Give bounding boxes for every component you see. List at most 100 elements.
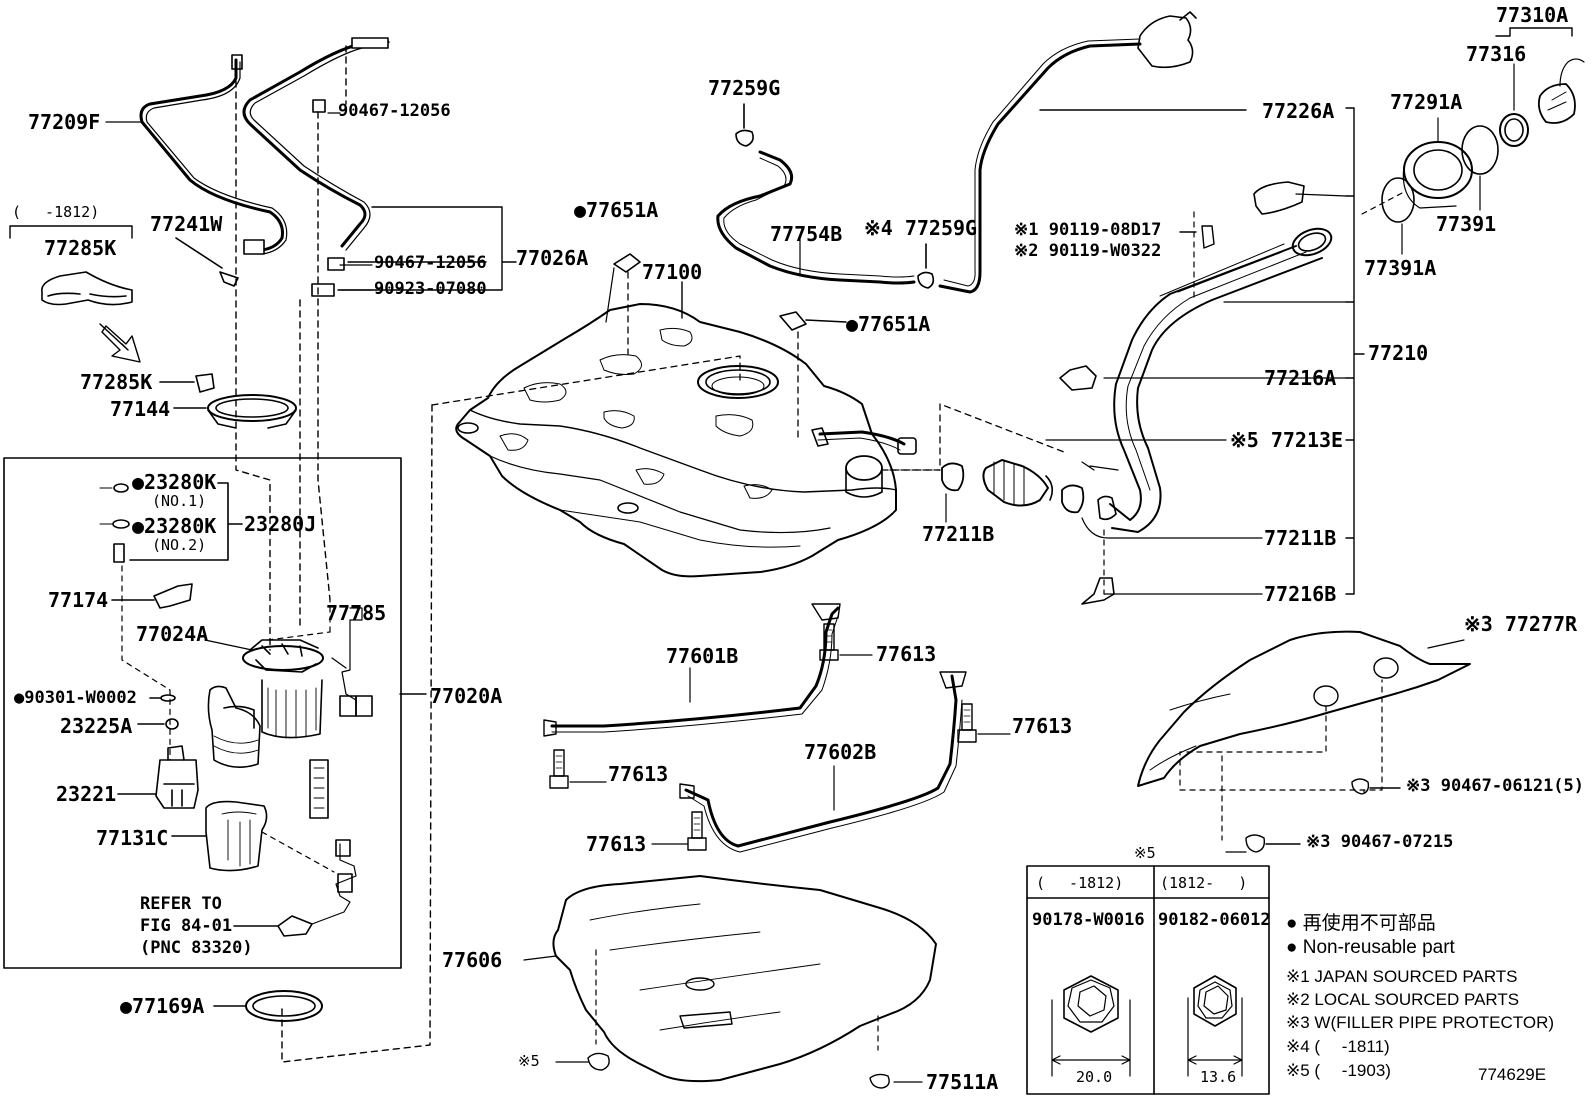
label-77216A: 77216A xyxy=(1264,366,1337,390)
band-77602B xyxy=(679,671,967,853)
label-77285K: 77285K xyxy=(44,236,117,260)
clip-77241W xyxy=(175,237,239,287)
fuel-tank-77100 xyxy=(455,281,917,578)
gasket-77391A xyxy=(1381,177,1415,255)
label-77613-a: 77613 xyxy=(876,642,937,666)
clip-77216B xyxy=(1081,577,1115,605)
retainer-ring-77144 xyxy=(173,394,297,429)
legend-filler-protector: ※3 W(FILLER PIPE PROTECTOR) xyxy=(1286,1013,1555,1032)
label-77226A: 77226A xyxy=(1262,99,1335,123)
guide-lines-left xyxy=(235,45,433,1063)
label-77391: 77391 xyxy=(1436,212,1497,236)
range-bracket xyxy=(9,225,133,239)
label-23280J: 23280J xyxy=(244,512,317,536)
label-77211B-a: 77211B xyxy=(922,522,995,546)
label-90467-12056: 90467-12056 xyxy=(374,253,487,273)
label-77144: 77144 xyxy=(110,397,171,421)
label-refer-fig: FIG 84-01 xyxy=(140,916,233,936)
label-77602B: 77602B xyxy=(804,740,877,764)
bolt-90467-07215 xyxy=(1245,834,1301,853)
label-90119-08D17: ※1 90119-08D17 xyxy=(1014,220,1162,240)
protector-cap xyxy=(1253,181,1305,215)
legend-local-sourced: ※2 LOCAL SOURCED PARTS xyxy=(1286,990,1520,1009)
label-77391A: 77391A xyxy=(1364,256,1437,280)
label-77213E: ※5 77213E xyxy=(1230,428,1344,452)
label-77651A-a: ●77651A xyxy=(574,198,659,222)
label-77291A: 77291A xyxy=(1390,90,1463,114)
label-77601B: 77601B xyxy=(666,644,739,668)
label-77754B: 77754B xyxy=(770,222,843,246)
label-77613-d: 77613 xyxy=(586,832,647,856)
label-90467-07215: ※3 90467-07215 xyxy=(1306,832,1454,852)
fuel-cap-77310A xyxy=(1537,58,1585,124)
label-refer-pnc: (PNC 83320) xyxy=(140,938,253,958)
legend-japan-sourced: ※1 JAPAN SOURCED PARTS xyxy=(1286,967,1518,986)
label-77651A-b: ●77651A xyxy=(846,312,931,336)
label-90467-12056-top: 90467-12056 xyxy=(338,101,451,121)
table-col2-dim: 13.6 xyxy=(1200,1068,1237,1086)
label-23280K-no2: ●23280K xyxy=(132,514,217,538)
table-col2-range: (1812- ) xyxy=(1160,874,1248,892)
bolt-90119 xyxy=(1179,225,1215,249)
fuel-line-77026A xyxy=(242,37,390,297)
pump-assembly-box xyxy=(3,457,402,969)
label-no1: (NO.1) xyxy=(152,492,207,510)
legend-non-reusable-en: ● Non-reusable part xyxy=(1286,937,1455,958)
bolt-77613-b xyxy=(957,703,1011,743)
label-77259G: 77259G xyxy=(708,76,781,100)
guide-cap xyxy=(1361,191,1405,215)
guide-lines-tank xyxy=(431,271,1065,471)
label-77211B-b: 77211B xyxy=(1264,526,1337,550)
clip-77216A xyxy=(1059,365,1097,391)
fuel-line-77209F xyxy=(139,54,288,255)
label-77131C: 77131C xyxy=(96,826,169,850)
label-90467-06121: ※3 90467-06121(5) xyxy=(1406,776,1585,796)
label-77259G-b: ※4 77259G xyxy=(864,216,978,240)
clamp-77259G xyxy=(735,103,754,147)
label-77511A: 77511A xyxy=(926,1070,999,1094)
clamp-77211B-b xyxy=(1061,484,1085,514)
label-77024A: 77024A xyxy=(136,622,209,646)
pump-assembly-parts xyxy=(99,482,373,937)
table-title: ※5 xyxy=(1134,844,1156,862)
bolt-90467-06121 xyxy=(1351,778,1401,795)
label-77241W: 77241W xyxy=(150,212,223,236)
label-77316: 77316 xyxy=(1466,42,1527,66)
breather-pipe-77226A xyxy=(938,11,1247,294)
clamp-77211B-a xyxy=(941,462,965,492)
label-77277R: ※3 77277R xyxy=(1464,612,1578,636)
clip-77285K xyxy=(159,373,215,393)
pad-77651A-b xyxy=(779,311,847,331)
label-77216B: 77216B xyxy=(1264,582,1337,606)
label-77169A: ●77169A xyxy=(120,994,205,1018)
band-77601B xyxy=(543,603,841,737)
label-77020A: 77020A xyxy=(430,684,503,708)
housing-77291A xyxy=(1402,117,1473,209)
label-77210: 77210 xyxy=(1368,341,1429,365)
label-77613-b: 77613 xyxy=(1012,714,1073,738)
figure-id: 774629E xyxy=(1478,1065,1547,1084)
table-col2-part: 90182-06012 xyxy=(1158,910,1271,930)
label-90119-W0322: ※2 90119-W0322 xyxy=(1014,241,1162,261)
bolt-77613-a xyxy=(819,623,873,661)
legend-range-1903: ※5 ( -1903) xyxy=(1286,1061,1391,1080)
label-mark5: ※5 xyxy=(518,1052,540,1070)
bolt-77613-c xyxy=(549,749,607,789)
arrow-77285K xyxy=(99,323,141,363)
label-77606: 77606 xyxy=(442,948,503,972)
label-77026A: 77026A xyxy=(516,246,589,270)
hose-77213E xyxy=(982,459,1119,507)
label-77785: 77785 xyxy=(326,601,387,625)
legend-range-1811: ※4 ( -1811) xyxy=(1286,1037,1390,1056)
shield-77285K xyxy=(41,271,133,306)
label-90301-W0002: ●90301-W0002 xyxy=(14,688,137,708)
label-23225A: 23225A xyxy=(60,714,133,738)
bracket-77210 xyxy=(1345,107,1365,595)
label-23280K-no1: ●23280K xyxy=(132,470,217,494)
table-col1-part: 90178-W0016 xyxy=(1032,910,1145,930)
pad-77651A-a xyxy=(613,253,641,273)
label-77613-c: 77613 xyxy=(608,762,669,786)
legend-non-reusable-jp: ● 再使用不可部品 xyxy=(1286,913,1436,934)
